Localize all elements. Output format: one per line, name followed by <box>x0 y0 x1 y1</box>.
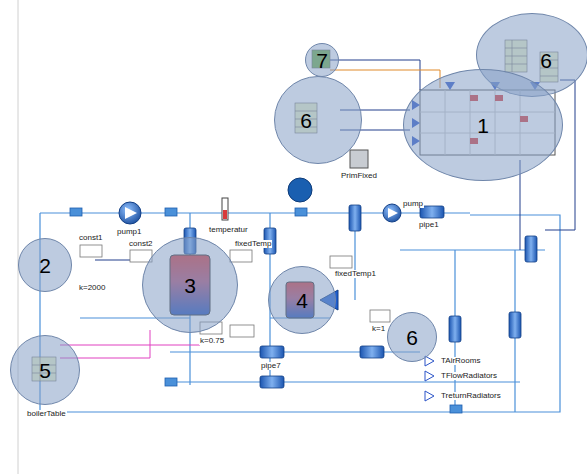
rect-shape <box>449 316 461 342</box>
component-label: fixedTemp1 <box>334 270 377 278</box>
callout-number: 5 <box>39 360 51 381</box>
callout-number: 2 <box>39 255 51 276</box>
rect-shape <box>349 205 361 231</box>
rect-shape <box>350 150 368 168</box>
circle-shape <box>119 202 141 224</box>
rect-shape <box>525 236 537 262</box>
callout-circle: 6 <box>274 76 362 164</box>
path-shape <box>40 213 560 412</box>
path-shape <box>425 391 434 401</box>
callout-number: 3 <box>184 275 196 296</box>
signal-wires <box>60 60 575 358</box>
callout-circle: 4 <box>268 266 336 334</box>
component-label: pump1 <box>116 228 142 236</box>
rect-shape <box>230 250 252 262</box>
callout-number: 6 <box>406 327 418 348</box>
rect-shape <box>295 208 307 216</box>
path-shape <box>388 208 398 218</box>
path-shape <box>330 70 440 88</box>
component-label: boilerTable <box>26 410 67 418</box>
rect-shape <box>165 208 177 216</box>
frame <box>18 0 19 474</box>
circle-shape <box>383 204 401 222</box>
callout-number: 6 <box>540 50 552 71</box>
callout-circle: 1 <box>403 69 563 181</box>
callout-circle: 3 <box>142 237 238 333</box>
component-label: PrimFixed <box>340 172 378 180</box>
component-label: pipe1 <box>418 221 440 229</box>
component-label: temperatur <box>208 226 249 234</box>
component-label: TFlowRadiators <box>440 372 498 380</box>
component-label: fixedTemp <box>234 240 272 248</box>
rect-shape <box>260 376 284 388</box>
path-shape <box>95 260 130 261</box>
path-shape <box>40 212 470 213</box>
component-label: pipe7 <box>260 362 282 370</box>
callout-number: 7 <box>316 50 328 71</box>
rect-shape <box>450 405 462 413</box>
component-label: k=0.75 <box>199 337 225 345</box>
rect-shape <box>70 208 82 216</box>
rect-shape <box>509 312 521 338</box>
path-shape <box>425 371 434 381</box>
rect-shape <box>222 198 228 220</box>
rect-shape <box>165 378 177 386</box>
path-shape <box>60 345 200 346</box>
callout-number: 4 <box>296 290 308 311</box>
path-shape <box>125 207 137 219</box>
component-label: TreturnRadiators <box>440 392 502 400</box>
fluid-wires <box>40 213 560 412</box>
rect-shape <box>223 210 227 219</box>
callout-circle: 7 <box>305 43 339 77</box>
callout-circle: 2 <box>18 238 72 292</box>
callout-circle: 5 <box>10 335 80 405</box>
component-label: k=1 <box>371 325 386 333</box>
rect-shape <box>260 346 284 358</box>
component-label: const2 <box>128 240 154 248</box>
component-label: TAirRooms <box>440 357 481 365</box>
path-shape <box>170 381 520 382</box>
path-shape <box>400 249 545 250</box>
path-shape <box>425 356 434 366</box>
component-label: pump <box>402 200 424 208</box>
circle-shape <box>288 178 312 202</box>
callout-circle: 6 <box>387 312 437 362</box>
callout-number: 6 <box>300 110 312 131</box>
component-label: k=2000 <box>78 284 106 292</box>
tees <box>70 208 462 413</box>
rect-shape <box>360 346 384 358</box>
callout-number: 1 <box>477 115 489 136</box>
line-shape <box>18 0 19 474</box>
rect-shape <box>330 256 352 268</box>
rect-shape <box>370 310 390 322</box>
pipes <box>184 205 537 388</box>
outputs <box>425 356 434 401</box>
rect-shape <box>80 245 102 257</box>
component-label: const1 <box>78 234 104 242</box>
rect-shape <box>230 325 254 337</box>
